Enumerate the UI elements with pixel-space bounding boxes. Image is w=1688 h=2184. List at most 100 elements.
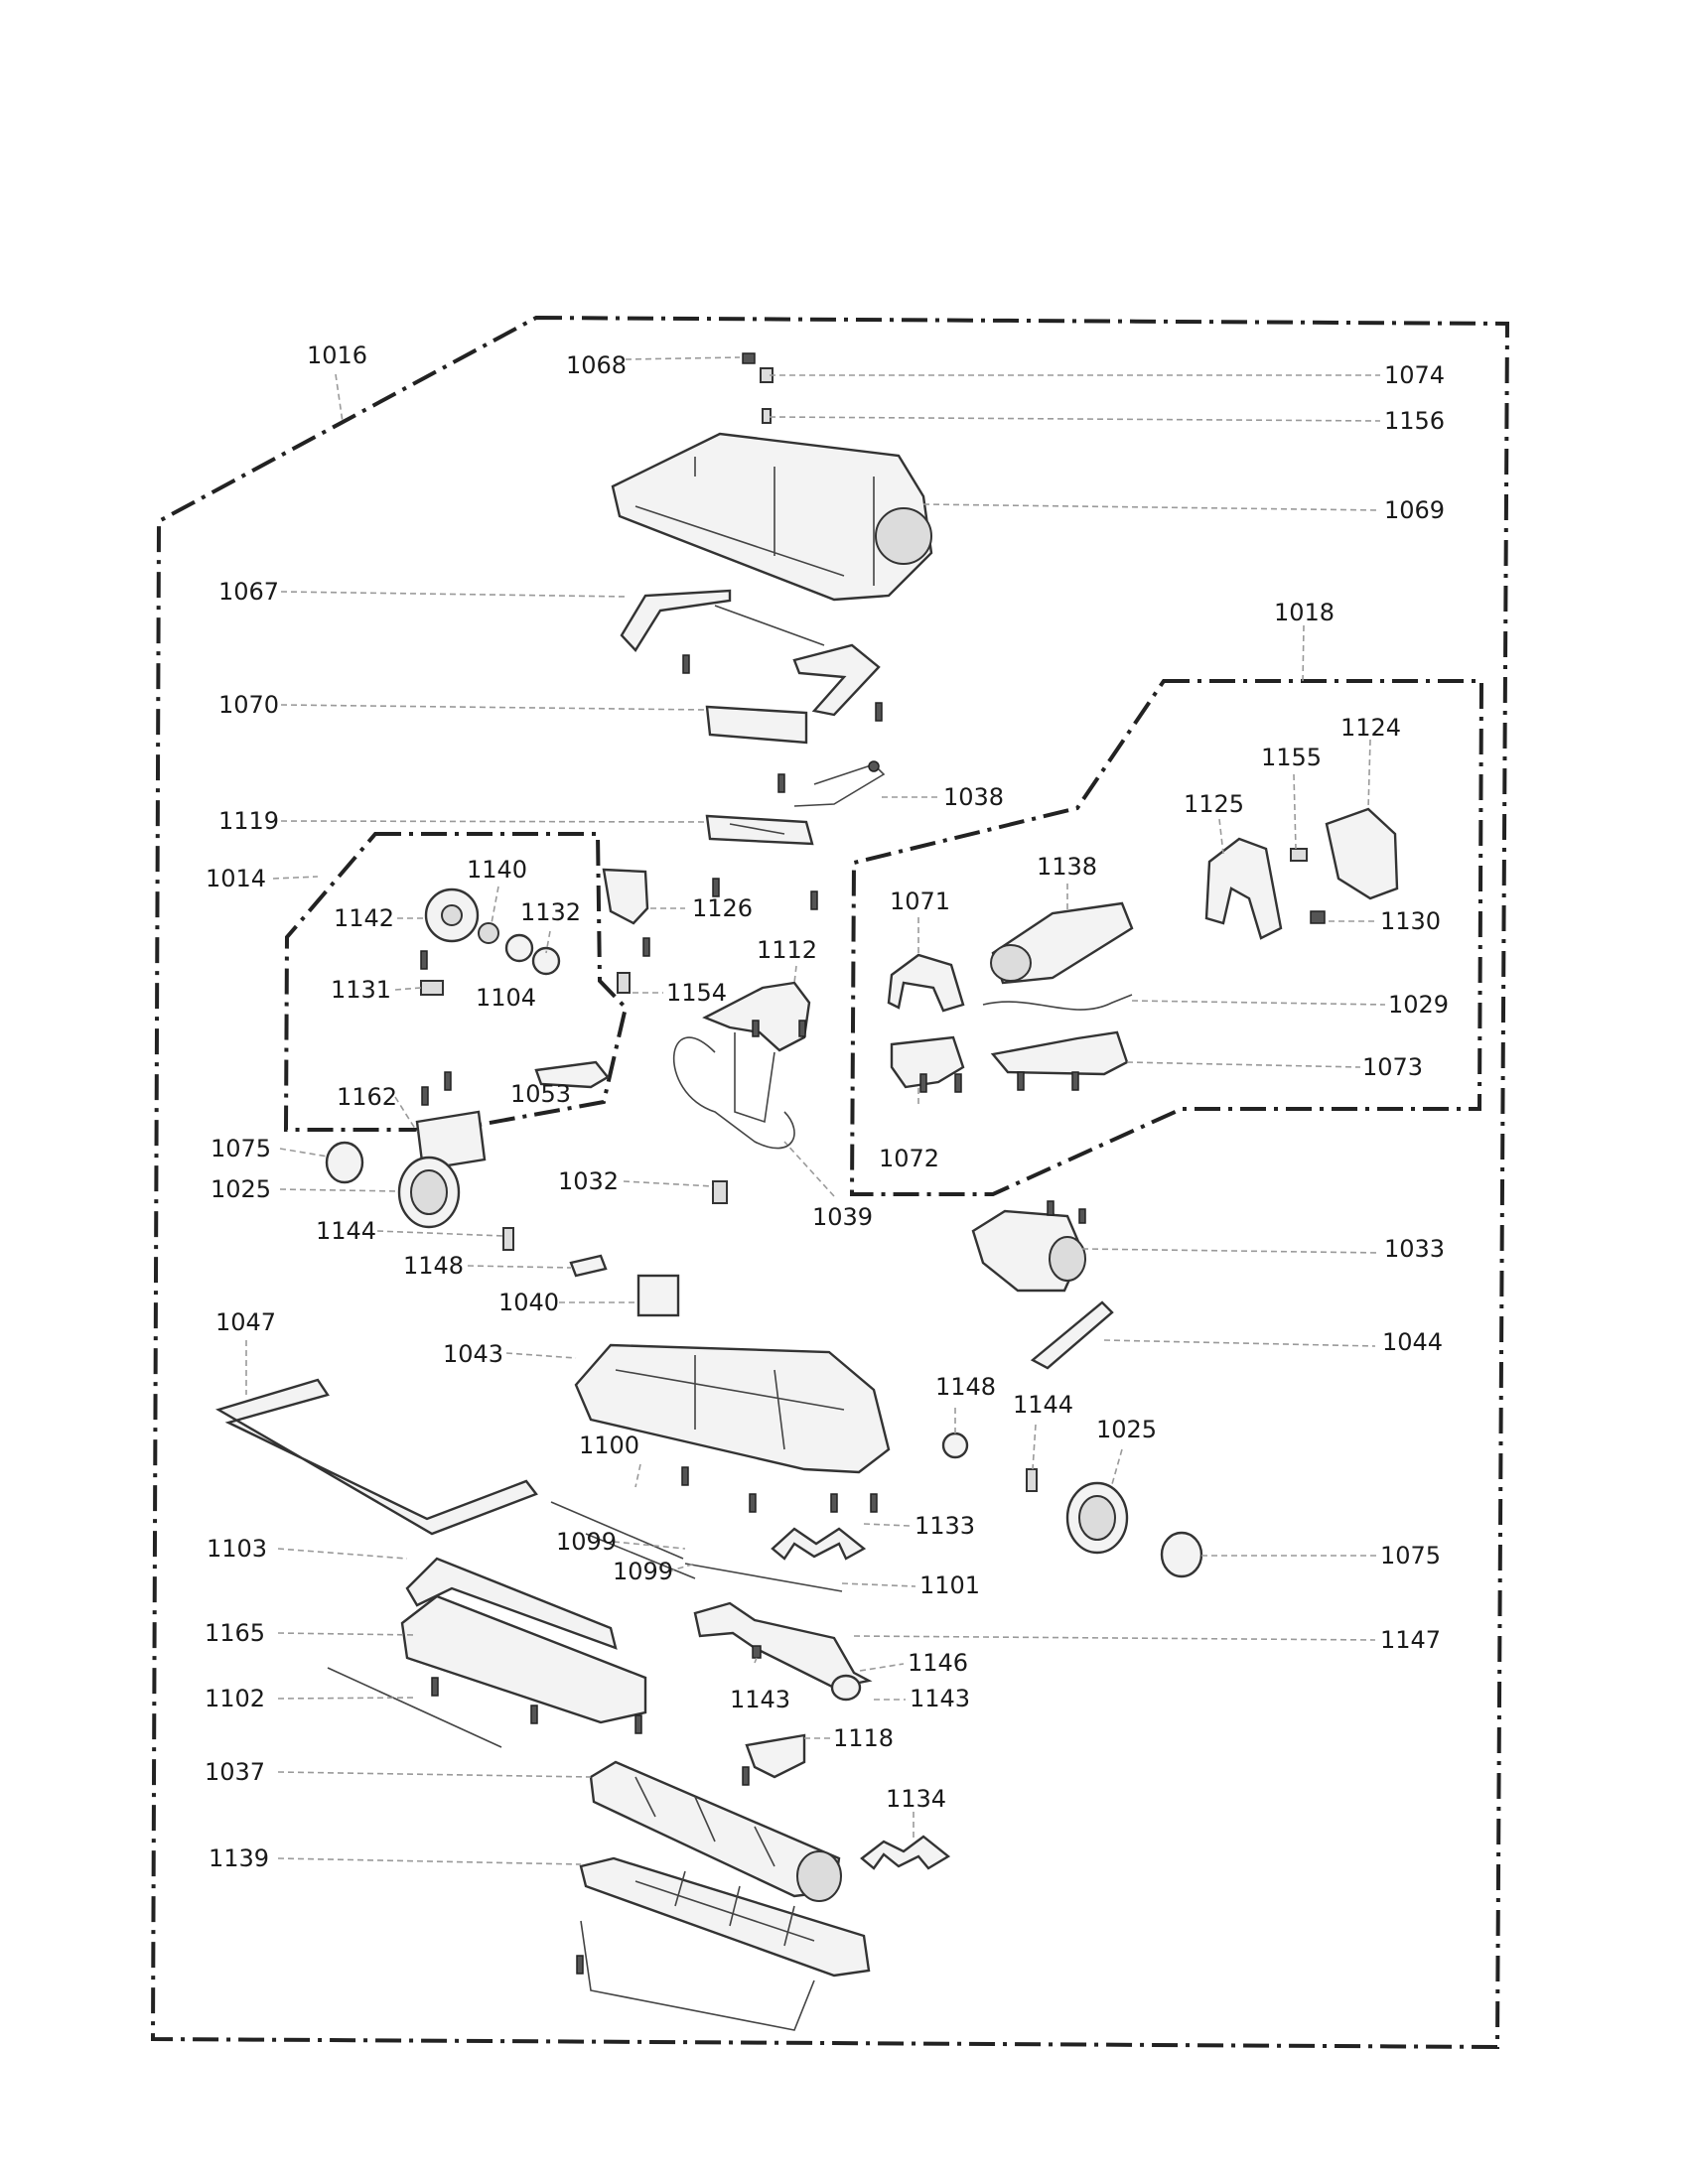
callout-1144b: 1144 xyxy=(1013,1391,1073,1419)
part-1038-harness xyxy=(793,760,886,807)
callout-1130: 1130 xyxy=(1380,907,1441,935)
callout-1068: 1068 xyxy=(566,351,627,379)
part-1104-gear xyxy=(504,933,534,963)
callout-1033: 1033 xyxy=(1384,1235,1445,1263)
part-1112-duct xyxy=(702,981,811,1124)
part-1067-handle-frame xyxy=(620,589,881,717)
callout-1038: 1038 xyxy=(943,783,1004,811)
part-1146-roller xyxy=(830,1674,862,1702)
callout-labels: 1016 1068 1074 1156 1069 1067 1018 1070 … xyxy=(205,341,1449,1872)
callout-1132: 1132 xyxy=(520,898,581,926)
callout-1134: 1134 xyxy=(886,1785,946,1813)
callout-1139: 1139 xyxy=(209,1844,269,1872)
callout-1044: 1044 xyxy=(1382,1328,1443,1356)
callout-1165: 1165 xyxy=(205,1619,265,1647)
part-1133-clips xyxy=(771,1527,867,1561)
callout-1032: 1032 xyxy=(558,1167,619,1195)
callout-1029: 1029 xyxy=(1388,991,1449,1019)
part-1075-hubcap-left xyxy=(325,1141,364,1184)
callout-1103: 1103 xyxy=(207,1535,267,1563)
part-1162-plate xyxy=(415,1110,487,1171)
part-1032-clip xyxy=(712,1180,728,1204)
callout-1037: 1037 xyxy=(205,1758,265,1786)
part-1029-cord xyxy=(982,994,1133,1011)
callout-1104: 1104 xyxy=(476,984,536,1012)
callout-1074: 1074 xyxy=(1384,361,1445,389)
part-1099-rod xyxy=(550,1501,696,1579)
part-1148-axle-right xyxy=(941,1432,969,1459)
part-1075-hubcap-right xyxy=(1160,1531,1203,1578)
callout-1018: 1018 xyxy=(1274,599,1335,626)
part-1073-base xyxy=(990,1030,1129,1076)
part-1044-belt xyxy=(1030,1300,1114,1370)
part-1148-axle-left xyxy=(569,1254,608,1278)
part-1144-clip-right xyxy=(1026,1468,1038,1492)
callout-1162: 1162 xyxy=(337,1083,397,1111)
callout-1075b: 1075 xyxy=(1380,1542,1441,1570)
callout-1014: 1014 xyxy=(206,865,266,892)
leader-lines xyxy=(245,356,1386,1865)
part-1103-housing xyxy=(405,1557,618,1650)
part-1070-block xyxy=(705,705,808,745)
part-1139-bottom-plate xyxy=(579,1856,871,2031)
part-1165-bar xyxy=(400,1594,647,1724)
part-1154-spring xyxy=(617,972,631,994)
callout-1126: 1126 xyxy=(692,894,753,922)
callout-1156: 1156 xyxy=(1384,407,1445,435)
callout-1125: 1125 xyxy=(1184,790,1244,818)
boundary-1018 xyxy=(849,679,1484,1196)
part-1068-screw xyxy=(742,352,756,364)
part-1156-spring xyxy=(762,408,772,424)
callout-1143a: 1143 xyxy=(730,1686,790,1713)
callout-1131: 1131 xyxy=(331,976,391,1004)
callout-1140: 1140 xyxy=(467,856,527,884)
callout-1025b: 1025 xyxy=(1096,1416,1157,1443)
part-1134-clips xyxy=(860,1835,951,1870)
callout-1148a: 1148 xyxy=(403,1252,464,1280)
callout-1073: 1073 xyxy=(1362,1053,1423,1081)
callout-1039: 1039 xyxy=(812,1203,873,1231)
callout-1138: 1138 xyxy=(1037,853,1097,881)
callout-1154: 1154 xyxy=(666,979,727,1007)
part-1025-wheel-left xyxy=(397,1156,461,1229)
callout-1118: 1118 xyxy=(833,1724,894,1752)
callout-1144a: 1144 xyxy=(316,1217,376,1245)
part-1119-bracket xyxy=(705,814,814,846)
callout-1142: 1142 xyxy=(334,904,394,932)
callout-1119: 1119 xyxy=(218,807,279,835)
part-1155-spring xyxy=(1290,848,1308,862)
part-1071-cover xyxy=(887,953,965,1013)
part-1147-pedal xyxy=(693,1601,873,1690)
callout-1016: 1016 xyxy=(307,341,367,369)
callout-1069: 1069 xyxy=(1384,496,1445,524)
callout-1070: 1070 xyxy=(218,691,279,719)
callout-1143b: 1143 xyxy=(910,1685,970,1712)
callout-1053: 1053 xyxy=(510,1080,571,1108)
boundary-1014 xyxy=(283,832,629,1132)
part-1037-brushroll xyxy=(589,1760,842,1902)
part-1072-cover xyxy=(890,1035,965,1089)
callout-1148b: 1148 xyxy=(935,1373,996,1401)
callout-1155: 1155 xyxy=(1261,744,1322,771)
part-1138-motor xyxy=(990,901,1134,985)
part-1043-base xyxy=(574,1343,891,1474)
callout-1071: 1071 xyxy=(890,887,950,915)
part-1131-clip xyxy=(420,980,444,996)
screws xyxy=(420,654,1086,1975)
callout-1112: 1112 xyxy=(757,936,817,964)
part-1126-latch xyxy=(602,868,649,925)
part-1053-lever xyxy=(534,1060,610,1089)
callout-1072: 1072 xyxy=(879,1145,939,1172)
callout-1146: 1146 xyxy=(908,1649,968,1677)
part-1140-washer xyxy=(478,922,499,944)
part-1039-hose xyxy=(672,1036,795,1150)
part-1132-disc xyxy=(531,946,561,976)
callout-1102: 1102 xyxy=(205,1685,265,1712)
part-1124-cap xyxy=(1325,807,1399,900)
callout-1124: 1124 xyxy=(1340,714,1401,742)
part-1069-handle-cover xyxy=(611,432,933,602)
part-1144-clip-left xyxy=(502,1227,514,1251)
boundary-1016 xyxy=(150,315,1510,2050)
part-1118-clip xyxy=(745,1733,806,1779)
